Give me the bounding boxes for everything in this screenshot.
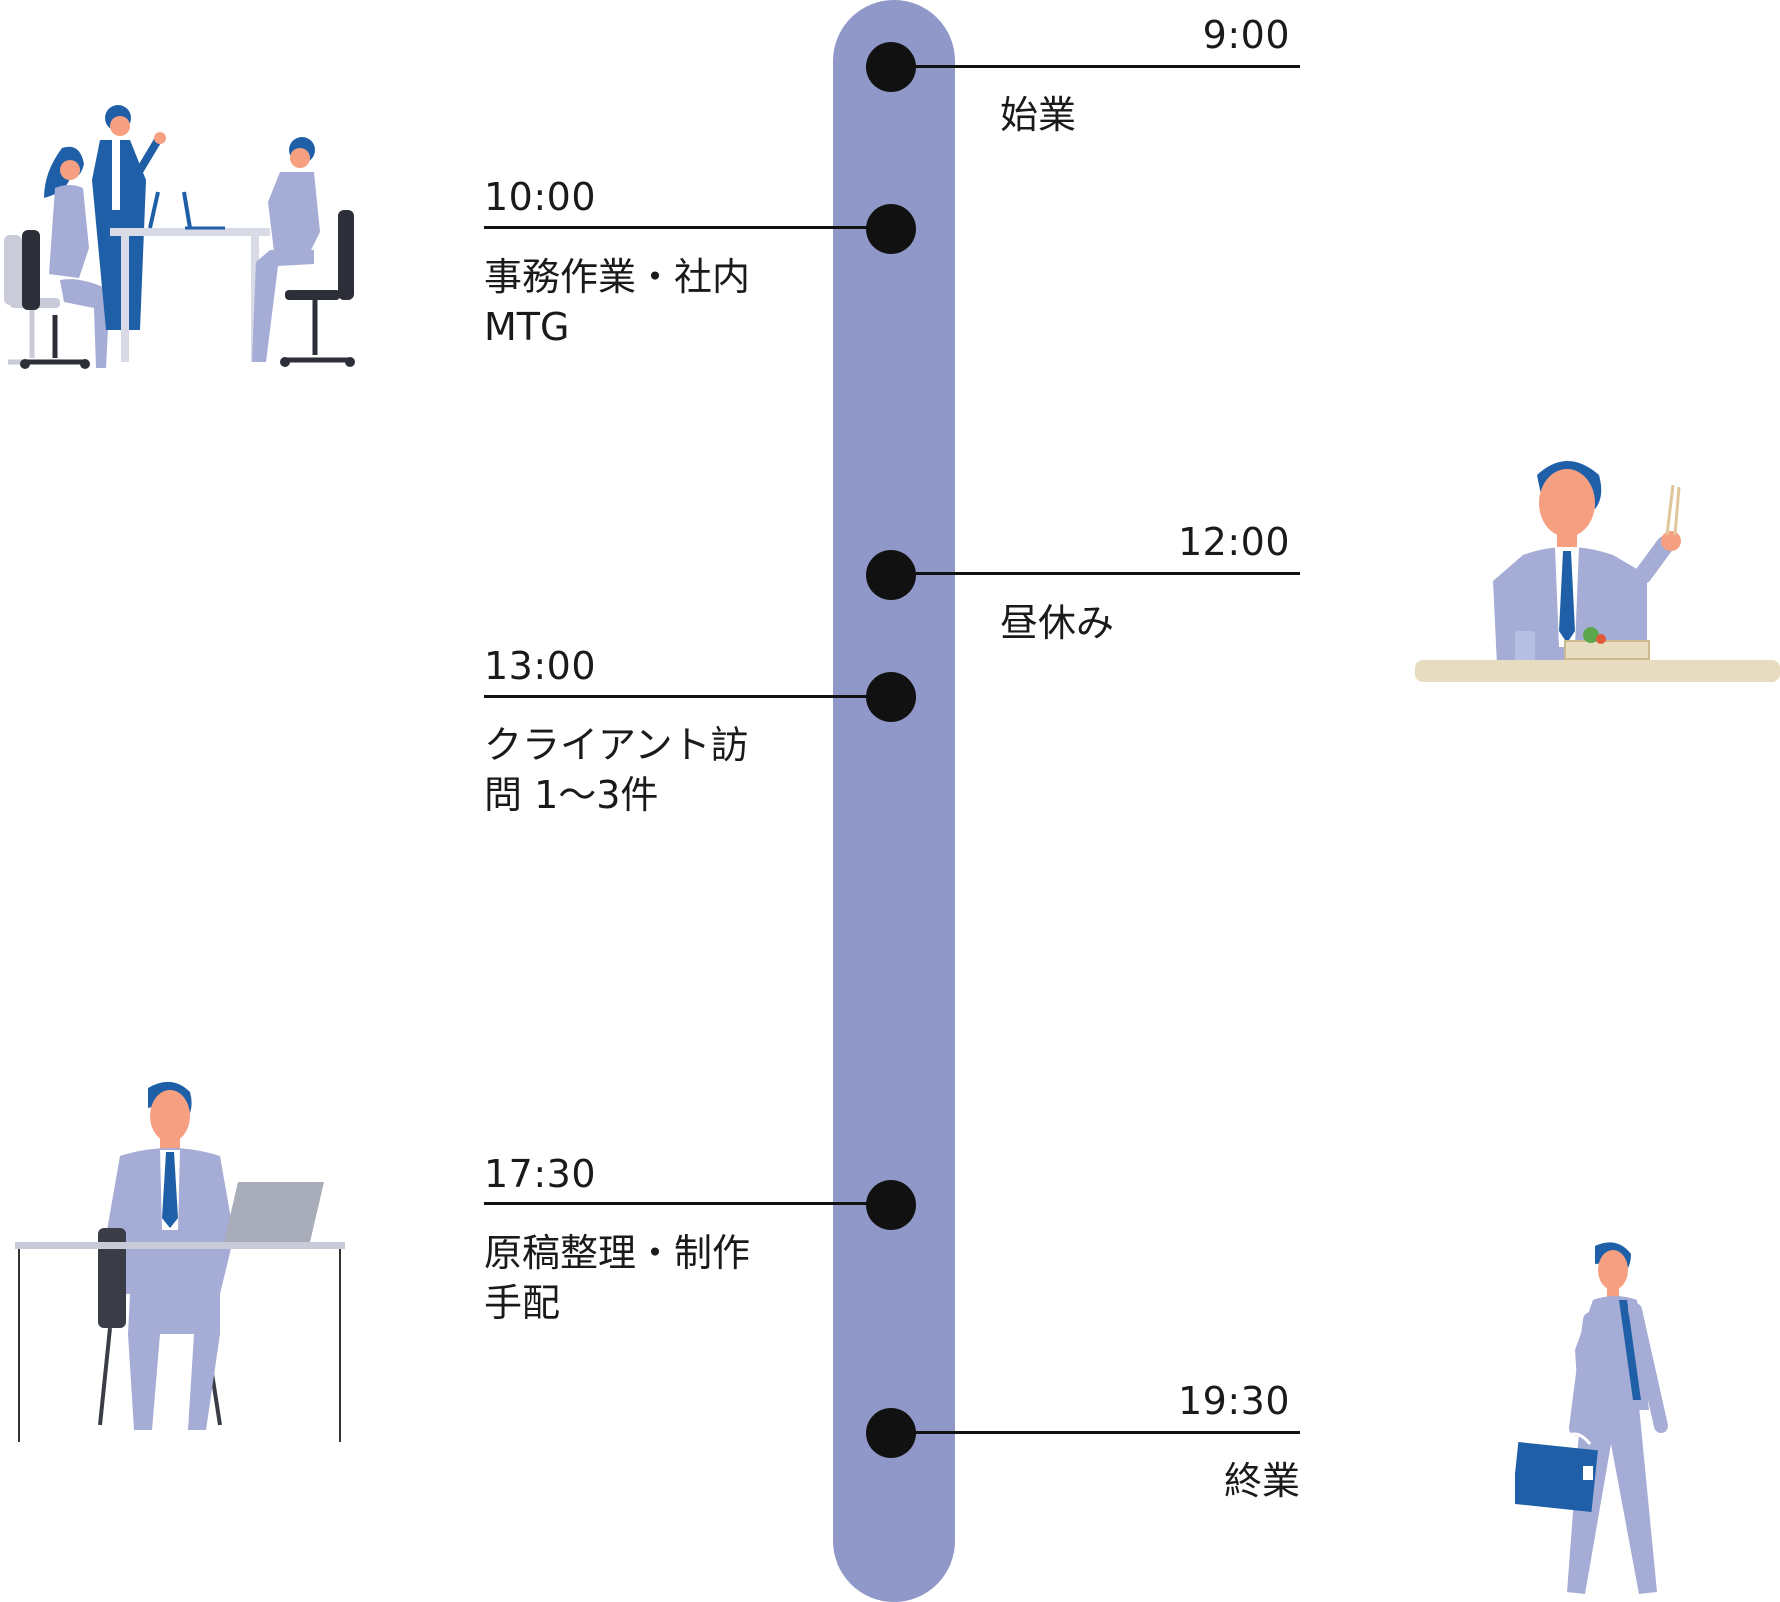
label-1300: クライアント訪 問 1〜3件 (484, 723, 749, 817)
label-1000: 事務作業・社内 MTG (484, 255, 751, 349)
time-1930: 19:30 (1177, 1379, 1290, 1423)
desk-work-illustration (15, 1081, 345, 1442)
label-1730: 原稿整理・制作 手配 (484, 1231, 751, 1325)
time-0900: 9:00 (1202, 13, 1290, 57)
lunch-illustration (1415, 461, 1780, 682)
time-1200: 12:00 (1177, 520, 1290, 564)
meeting-illustration (4, 105, 355, 369)
timeline-line-1000 (484, 226, 891, 229)
timeline-line-1730 (484, 1202, 891, 1205)
time-1300: 13:00 (484, 644, 597, 688)
timeline-dot-1200 (866, 550, 916, 600)
timeline-dot-1000 (866, 204, 916, 254)
time-1000: 10:00 (484, 175, 597, 219)
label-1930: 終業 (1223, 1459, 1300, 1503)
time-1730: 17:30 (484, 1152, 597, 1196)
timeline-line-0900 (891, 65, 1300, 68)
walking-home-illustration (1515, 1242, 1668, 1594)
timeline-line-1200 (891, 572, 1300, 575)
timeline-dot-1730 (866, 1180, 916, 1230)
timeline-bar (833, 0, 955, 1602)
timeline-line-1930 (891, 1431, 1300, 1434)
timeline-line-1300 (484, 695, 891, 698)
label-1200: 昼休み (1000, 601, 1115, 645)
label-0900: 始業 (1000, 93, 1077, 137)
